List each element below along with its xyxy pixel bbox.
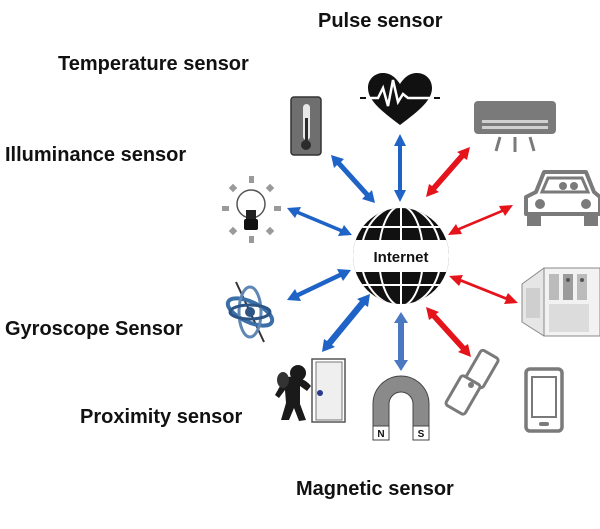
- arrow-car: [448, 205, 513, 235]
- gyroscope-sensor-label: Gyroscope Sensor: [5, 318, 183, 340]
- arrow-gyroscope: [287, 269, 351, 301]
- arrow-temperature: [331, 155, 375, 203]
- air-conditioner-icon: [474, 101, 556, 152]
- smartphone-icon: [524, 367, 564, 433]
- arrow-flip-phone: [426, 307, 471, 357]
- horseshoe-magnet-icon: N S: [372, 375, 430, 441]
- temperature-sensor-label: Temperature sensor: [58, 53, 249, 75]
- arrow-magnetic: [394, 312, 408, 371]
- magnet-north-label: N: [377, 429, 384, 440]
- arrow-proximity: [322, 294, 370, 352]
- arrow-pulse: [394, 134, 406, 202]
- gyroscope-icon: [225, 281, 275, 343]
- pulse-sensor-label: Pulse sensor: [318, 10, 443, 32]
- internet-globe: Internet: [353, 208, 449, 304]
- arrow-illuminance: [287, 207, 352, 236]
- connection-arrows: [287, 134, 518, 371]
- internet-label: Internet: [373, 249, 428, 266]
- illuminance-sensor-label: Illuminance sensor: [5, 144, 187, 166]
- proximity-sensor-label: Proximity sensor: [80, 406, 243, 428]
- flip-phone-icon: [444, 348, 500, 416]
- magnet-south-label: S: [418, 429, 425, 440]
- server-rack-icon: [521, 267, 600, 337]
- arrow-server: [449, 275, 518, 304]
- person-at-door-icon: [275, 358, 346, 423]
- magnetic-sensor-label: Magnetic sensor: [296, 478, 454, 500]
- light-bulb-icon: [222, 176, 281, 243]
- thermometer-icon: [290, 96, 322, 156]
- heart-pulse-icon: [360, 73, 440, 125]
- arrow-air-conditioner: [426, 147, 470, 197]
- car-icon: [524, 170, 600, 226]
